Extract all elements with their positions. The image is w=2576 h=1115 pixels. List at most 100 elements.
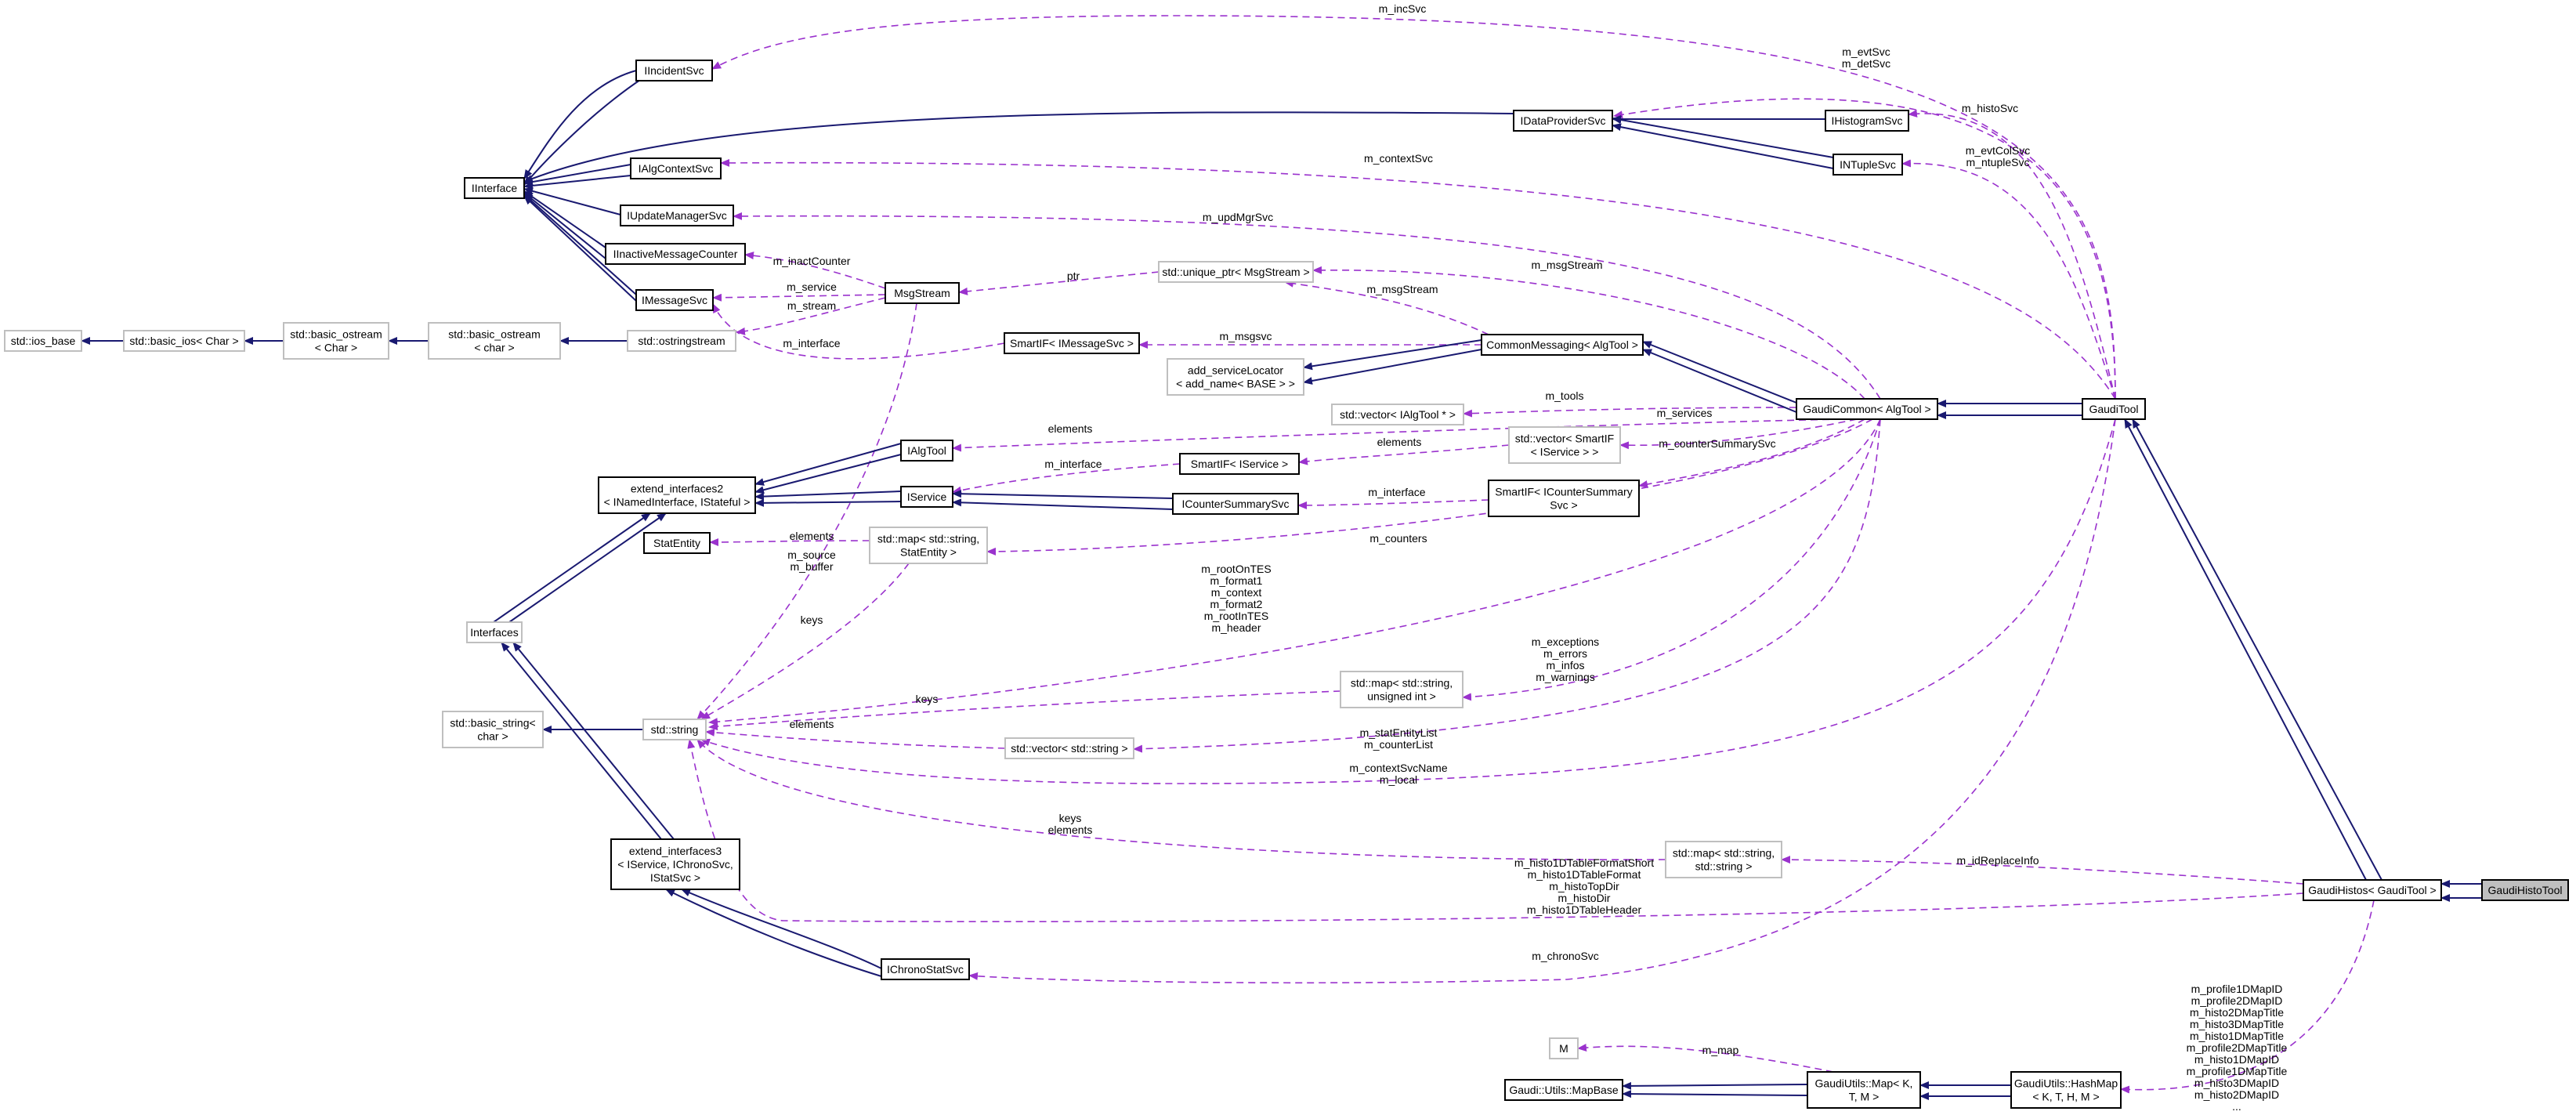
class-node-mapbase[interactable]: Gaudi::Utils::MapBase bbox=[1504, 1079, 1623, 1101]
class-label: char > bbox=[477, 730, 508, 743]
class-node-std-string[interactable]: std::string bbox=[642, 719, 707, 740]
class-node-ios-base[interactable]: std::ios_base bbox=[4, 330, 82, 352]
class-node-smartif-iservice[interactable]: SmartIF< IService > bbox=[1179, 453, 1300, 475]
class-node-vector-string[interactable]: std::vector< std::string > bbox=[1004, 737, 1134, 759]
edge-label-m-evtcolsvc-ntuplesvc: m_ntupleSvc bbox=[1966, 156, 2030, 168]
class-label: std::basic_ios< Char > bbox=[129, 335, 238, 347]
class-node-ialgcontextsvc[interactable]: IAlgContextSvc bbox=[630, 157, 722, 179]
class-node-intuplesvc[interactable]: INTupleSvc bbox=[1833, 154, 1903, 176]
class-node-unique-ptr-msgstream[interactable]: std::unique_ptr< MsgStream > bbox=[1158, 261, 1314, 283]
class-node-statentity[interactable]: StatEntity bbox=[643, 532, 711, 554]
class-label: GaudiCommon< AlgTool > bbox=[1803, 403, 1930, 415]
class-node-add-servicelocator[interactable]: add_serviceLocator< add_name< BASE > > bbox=[1167, 358, 1304, 396]
edge-label-m-counters: m_counters bbox=[1369, 532, 1427, 545]
class-node-ihistogramsvc[interactable]: IHistogramSvc bbox=[1825, 110, 1909, 132]
edge-label-statentitylist: m_counterList bbox=[1364, 738, 1433, 751]
class-node-vector-ialgtool[interactable]: std::vector< IAlgTool * > bbox=[1331, 404, 1464, 425]
class-node-smartif-icountersummarysvc[interactable]: SmartIF< ICounterSummarySvc > bbox=[1488, 480, 1640, 517]
class-node-extend-interfaces3[interactable]: extend_interfaces3< IService, IChronoSvc… bbox=[610, 838, 740, 890]
edge-label-histo-strings: m_histo1DTableHeader bbox=[1527, 903, 1642, 916]
class-label: GaudiUtils::HashMap bbox=[2014, 1077, 2118, 1090]
member-edge bbox=[952, 463, 1181, 494]
class-label: std::map< std::string, bbox=[1351, 677, 1453, 690]
class-label: < char > bbox=[474, 342, 514, 354]
class-node-ialgtool[interactable]: IAlgTool bbox=[900, 440, 953, 462]
class-box bbox=[1488, 480, 1640, 517]
class-box bbox=[869, 527, 988, 564]
inheritance-edge bbox=[1622, 1081, 1808, 1090]
class-label: CommonMessaging< AlgTool > bbox=[1486, 338, 1638, 351]
class-node-iincidentsvc[interactable]: IIncidentSvc bbox=[635, 60, 713, 81]
class-label: IUpdateManagerSvc bbox=[627, 209, 727, 222]
edge-label-keys-elements: keys bbox=[1059, 812, 1082, 824]
class-node-map-string-unsigned[interactable]: std::map< std::string,unsigned int > bbox=[1340, 671, 1463, 708]
member-edge bbox=[952, 418, 1842, 452]
class-node-smartif-imessagesvc[interactable]: SmartIF< IMessageSvc > bbox=[1004, 332, 1140, 354]
class-node-m[interactable]: M bbox=[1549, 1037, 1579, 1059]
class-node-ostringstream[interactable]: std::ostringstream bbox=[627, 330, 736, 352]
member-edge bbox=[1901, 159, 2116, 400]
class-node-gaudiutils-map[interactable]: GaudiUtils::Map< K,T, M > bbox=[1807, 1071, 1921, 1109]
class-label: < add_name< BASE > > bbox=[1176, 378, 1295, 390]
inheritance-edge bbox=[754, 454, 902, 494]
edge-label-m-source-buffer: m_source bbox=[787, 548, 836, 561]
class-box bbox=[885, 282, 960, 304]
class-node-gauditool[interactable]: GaudiTool bbox=[2082, 398, 2146, 420]
inheritance-edge bbox=[512, 642, 675, 840]
class-node-iinactivemessagecounter[interactable]: IInactiveMessageCounter bbox=[605, 243, 746, 265]
class-node-gaudicommon[interactable]: GaudiCommon< AlgTool > bbox=[1796, 398, 1938, 420]
edge-label-ptr: ptr bbox=[1067, 270, 1080, 282]
class-label: IIncidentSvc bbox=[644, 64, 704, 77]
class-box bbox=[2010, 1071, 2122, 1109]
class-box bbox=[1331, 404, 1464, 425]
class-node-msgstream[interactable]: MsgStream bbox=[885, 282, 960, 304]
class-node-gaudihistotool[interactable]: GaudiHistoTool bbox=[2481, 879, 2569, 901]
class-node-icountersummarysvc[interactable]: ICounterSummarySvc bbox=[1172, 493, 1299, 515]
inheritance-edge bbox=[952, 490, 1174, 499]
class-node-vector-smartif-iservice[interactable]: std::vector< SmartIF< IService > > bbox=[1508, 426, 1621, 464]
class-node-ichronostatsvc[interactable]: IChronoStatSvc bbox=[881, 958, 970, 980]
class-node-interfaces[interactable]: Interfaces bbox=[466, 621, 523, 643]
member-edge bbox=[696, 739, 1666, 860]
class-node-iinterface[interactable]: IInterface bbox=[464, 177, 525, 199]
class-box bbox=[635, 60, 713, 81]
class-label: extend_interfaces3 bbox=[629, 845, 722, 857]
edge-label-m-tools: m_tools bbox=[1545, 389, 1583, 402]
inheritance-edge bbox=[2132, 418, 2382, 881]
member-edge bbox=[687, 739, 2304, 923]
edge-label-m-histosvc: m_histoSvc bbox=[1962, 102, 2018, 114]
class-node-imessagesvc[interactable]: IMessageSvc bbox=[635, 289, 714, 311]
member-edge bbox=[712, 303, 1005, 360]
edge-label-m-evtsvc-detsvc: m_evtSvc bbox=[1842, 45, 1890, 58]
class-node-extend-interfaces2[interactable]: extend_interfaces2< INamedInterface, ISt… bbox=[598, 476, 756, 514]
class-node-hashmap[interactable]: GaudiUtils::HashMap< K, T, H, M > bbox=[2010, 1071, 2122, 1109]
member-edge bbox=[711, 15, 2116, 400]
member-edge bbox=[736, 297, 886, 335]
edge-label-contextsvcname: m_local bbox=[1380, 773, 1417, 786]
class-node-gaudihistos[interactable]: GaudiHistos< GaudiTool > bbox=[2303, 879, 2442, 901]
class-label: std::basic_ostream bbox=[290, 328, 382, 341]
class-box bbox=[1825, 110, 1909, 132]
class-label: std::basic_string< bbox=[450, 717, 535, 729]
class-label: std::map< std::string, bbox=[1673, 847, 1775, 860]
class-node-map-string-statentity[interactable]: std::map< std::string,StatEntity > bbox=[869, 527, 988, 564]
inheritance-edge bbox=[523, 195, 637, 302]
class-node-iupdatemanagersvc[interactable]: IUpdateManagerSvc bbox=[620, 205, 734, 226]
class-label: GaudiUtils::Map< K, bbox=[1815, 1077, 1913, 1090]
class-box bbox=[1481, 334, 1644, 356]
inheritance-edge bbox=[665, 889, 882, 977]
edge-label-m-msgstream-2: m_msgStream bbox=[1366, 283, 1438, 295]
class-node-idataprovidersvc[interactable]: IDataProviderSvc bbox=[1513, 110, 1613, 132]
class-node-commonmessaging[interactable]: CommonMessaging< AlgTool > bbox=[1481, 334, 1644, 356]
member-edge bbox=[1781, 856, 2304, 885]
class-node-basic-ostream-char[interactable]: std::basic_ostream< char > bbox=[428, 322, 561, 360]
class-label: ICounterSummarySvc bbox=[1182, 498, 1290, 510]
class-node-iservice[interactable]: IService bbox=[900, 486, 953, 508]
edge-label-exceptions-group: m_warnings bbox=[1536, 671, 1594, 683]
class-node-basic-ostream-char[interactable]: std::basic_ostream< Char > bbox=[283, 322, 389, 360]
class-node-basic-ios[interactable]: std::basic_ios< Char > bbox=[123, 330, 245, 352]
class-box bbox=[1167, 358, 1304, 396]
inheritance-edge bbox=[952, 498, 1174, 510]
class-node-map-string-string[interactable]: std::map< std::string,std::string > bbox=[1665, 841, 1782, 878]
class-node-basic-string-char[interactable]: std::basic_string<char > bbox=[442, 711, 544, 748]
